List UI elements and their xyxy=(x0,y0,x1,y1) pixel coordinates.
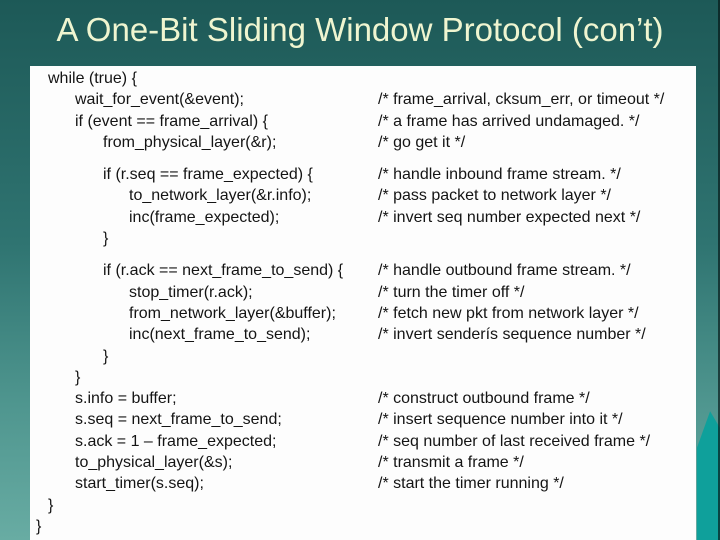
code-line: from_physical_layer(&r); /* go get it */ xyxy=(30,134,696,155)
code-text: } xyxy=(75,368,81,386)
comment-text: /* fetch new pkt from network layer */ xyxy=(378,304,639,322)
code-line: } xyxy=(30,230,696,251)
code-line: s.seq = next_frame_to_send; /* insert seq… xyxy=(30,411,696,432)
code-text: if (event == frame_arrival) { xyxy=(75,112,268,130)
mountain-accent-shape xyxy=(697,411,720,540)
code-line: if (r.ack == next_frame_to_send) { /* han… xyxy=(30,262,696,283)
code-line: while (true) { xyxy=(30,70,696,91)
code-text: s.ack = 1 – frame_expected; xyxy=(75,432,277,450)
code-blank-line xyxy=(30,251,696,262)
comment-text: /* go get it */ xyxy=(378,133,466,151)
comment-text: /* frame_arrival, cksum_err, or timeout … xyxy=(378,91,665,109)
code-blank-line xyxy=(30,155,696,166)
comment-text: /* transmit a frame */ xyxy=(378,454,524,472)
code-line: s.info = buffer; /* construct outbound fr… xyxy=(30,390,696,411)
code-text: to_physical_layer(&s); xyxy=(75,454,233,472)
code-text: s.info = buffer; xyxy=(75,390,177,408)
code-text: while (true) { xyxy=(48,70,137,87)
code-line: to_network_layer(&r.info); /* pass packet… xyxy=(30,187,696,208)
comment-text: /* handle inbound frame stream. */ xyxy=(378,166,621,184)
code-line: to_physical_layer(&s); /* transmit a fram… xyxy=(30,454,696,475)
code-text: if (r.seq == frame_expected) { xyxy=(103,166,313,184)
code-line: wait_for_event(&event); /* frame_arrival,… xyxy=(30,91,696,112)
comment-text: /* seq number of last received frame */ xyxy=(378,432,651,450)
code-line: s.ack = 1 – frame_expected; /* seq number… xyxy=(30,433,696,454)
code-text: if (r.ack == next_frame_to_send) { xyxy=(103,262,344,280)
code-text: } xyxy=(48,496,54,514)
code-text: start_timer(s.seq); xyxy=(75,475,204,493)
code-text: stop_timer(r.ack); xyxy=(129,283,253,301)
code-text: wait_for_event(&event); xyxy=(75,91,244,109)
code-text: from_network_layer(&buffer); xyxy=(129,304,336,322)
comment-text: /* a frame has arrived undamaged. */ xyxy=(378,112,640,130)
comment-text: /* construct outbound frame */ xyxy=(378,390,590,408)
code-line: } xyxy=(30,497,696,518)
code-line: start_timer(s.seq); /* start the timer ru… xyxy=(30,475,696,496)
comment-text: /* invert senderís sequence number */ xyxy=(378,326,646,344)
code-listing-panel: while (true) { wait_for_event(&event); /* … xyxy=(30,66,696,540)
code-line: from_network_layer(&buffer); /* fetch new… xyxy=(30,305,696,326)
comment-text: /* insert sequence number into it */ xyxy=(378,411,623,429)
code-line: } xyxy=(30,348,696,369)
comment-text: /* start the timer running */ xyxy=(378,475,564,493)
code-line: } xyxy=(30,369,696,390)
slide-right-edge xyxy=(718,0,720,540)
code-text: s.seq = next_frame_to_send; xyxy=(75,411,282,429)
code-text: } xyxy=(36,517,42,535)
code-text: inc(frame_expected); xyxy=(129,208,280,226)
code-line: } xyxy=(30,518,696,539)
code-text: to_network_layer(&r.info); xyxy=(129,187,312,205)
code-text: } xyxy=(103,230,109,248)
comment-text: /* pass packet to network layer */ xyxy=(378,187,611,205)
code-text: inc(next_frame_to_send); xyxy=(129,326,311,344)
comment-text: /* handle outbound frame stream. */ xyxy=(378,262,631,280)
comment-text: /* turn the timer off */ xyxy=(378,283,525,301)
code-text: } xyxy=(103,347,109,365)
code-line: stop_timer(r.ack); /* turn the timer off … xyxy=(30,284,696,305)
slide-title: A One-Bit Sliding Window Protocol (con’t… xyxy=(56,11,664,48)
comment-text: /* invert seq number expected next */ xyxy=(378,208,641,226)
code-line: if (r.seq == frame_expected) { /* handle … xyxy=(30,166,696,187)
code-text: from_physical_layer(&r); xyxy=(103,133,277,151)
code-line: inc(frame_expected); /* invert seq number… xyxy=(30,209,696,230)
code-line: if (event == frame_arrival) { /* a frame … xyxy=(30,113,696,134)
code-line: inc(next_frame_to_send); /* invert sender… xyxy=(30,326,696,347)
